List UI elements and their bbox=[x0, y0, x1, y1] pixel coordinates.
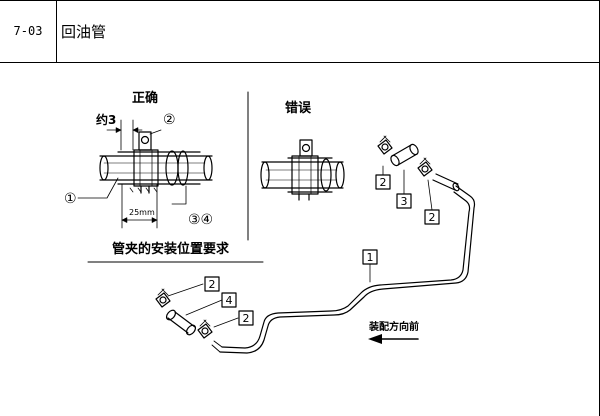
part-box-2c bbox=[204, 276, 220, 292]
lower-parts bbox=[155, 283, 239, 339]
section-number: 7-03 bbox=[13, 24, 43, 38]
part-box-2b bbox=[424, 209, 440, 225]
header-row: 7-03 回油管 bbox=[0, 0, 600, 62]
caption: 管夹的安装位置要求 bbox=[112, 241, 230, 257]
callout-2: ② bbox=[163, 112, 176, 128]
part-box-3 bbox=[396, 193, 412, 209]
label-about-3: 约3 bbox=[96, 112, 116, 127]
label-wrong: 错误 bbox=[285, 100, 312, 116]
part-label-2c: 2 bbox=[209, 278, 216, 291]
callout-34: ③④ bbox=[188, 212, 213, 228]
part-label-3: 3 bbox=[401, 195, 408, 208]
part-label-1: 1 bbox=[367, 251, 374, 264]
part-label-4: 4 bbox=[226, 294, 233, 307]
label-correct: 正确 bbox=[132, 90, 158, 106]
part-box-2d bbox=[238, 310, 254, 326]
direction-label: 装配方向前 bbox=[368, 320, 419, 333]
part-box-2a bbox=[375, 174, 391, 190]
part-label-2a: 2 bbox=[380, 176, 387, 189]
detail-correct bbox=[77, 119, 213, 229]
part-box-1 bbox=[362, 249, 378, 265]
section-title: 回油管 bbox=[61, 22, 107, 41]
callout-1: ① bbox=[64, 191, 77, 207]
detail-wrong bbox=[260, 139, 345, 201]
part-box-4 bbox=[221, 292, 237, 308]
direction-arrow bbox=[368, 334, 419, 344]
part-label-2d: 2 bbox=[243, 312, 250, 325]
upper-parts bbox=[377, 135, 460, 211]
label-25mm: 25mm bbox=[129, 208, 155, 217]
return-pipe bbox=[211, 185, 476, 354]
part-label-2b: 2 bbox=[429, 211, 436, 224]
